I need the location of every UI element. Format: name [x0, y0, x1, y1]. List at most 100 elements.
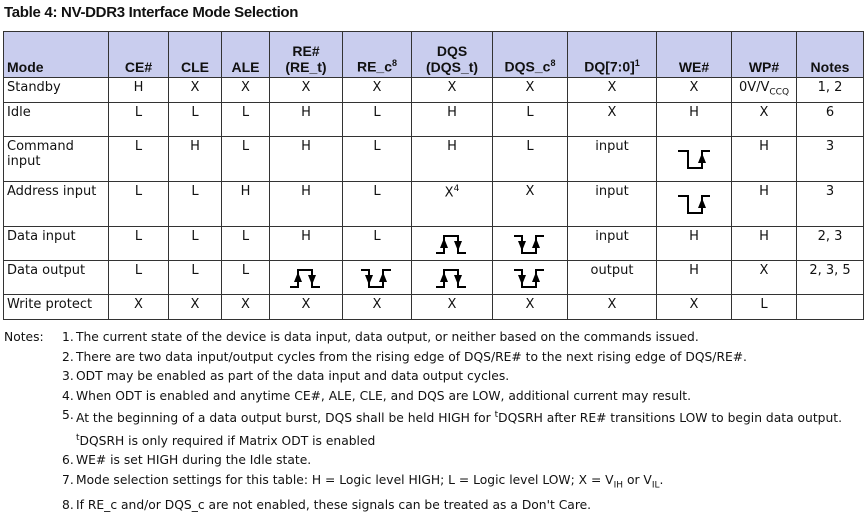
cell-value: X	[525, 184, 535, 199]
mode-cell: Data input	[3, 226, 109, 261]
table-cell: X4	[411, 181, 493, 227]
cell-value: L	[191, 263, 199, 278]
cell-value: X	[372, 297, 382, 312]
note-number: 8.	[62, 497, 74, 512]
header-label: DQS_c	[504, 59, 551, 75]
header-line1: RE#	[292, 43, 320, 59]
table-cell	[411, 260, 493, 295]
header-label: Mode	[7, 59, 44, 75]
table-cell: L	[168, 181, 222, 227]
cell-value: H	[447, 139, 457, 154]
pulse-low-waveform-icon	[514, 268, 544, 288]
mode-cell: Standby	[3, 77, 109, 103]
note-number: 3.	[62, 369, 74, 383]
table-cell: L	[108, 260, 169, 295]
table-cell: X	[656, 77, 732, 103]
table-cell: H	[269, 136, 343, 182]
table-cell: X	[221, 77, 270, 103]
column-header: WP#	[731, 31, 797, 78]
table-cell: 6	[796, 102, 864, 137]
table-cell: L	[221, 136, 270, 182]
table-cell: L	[221, 102, 270, 137]
table-cell	[796, 294, 864, 320]
table-cell: X	[492, 77, 568, 103]
table-cell: H	[731, 136, 797, 182]
table-cell: 2, 3	[796, 226, 864, 261]
cell-value: X	[607, 105, 617, 120]
note-text: DQSRH after RE# transitions LOW to begin…	[498, 411, 842, 426]
table-cell: L	[108, 102, 169, 137]
note-item: 8.If RE_c and/or DQS_c are not enabled, …	[4, 496, 862, 515]
cell-value: X	[241, 80, 250, 95]
cell-value: H	[689, 229, 699, 244]
header-label: WP#	[748, 59, 780, 75]
cell-value: X	[372, 80, 382, 95]
header-label: (DQS_t)	[425, 59, 479, 75]
cell-value: L	[241, 105, 250, 120]
header-line1: DQS	[436, 43, 468, 59]
header-label: CLE	[181, 59, 209, 75]
header-label: (RE_t)	[285, 59, 327, 75]
cell-value: H	[240, 184, 251, 199]
header-footnote-ref: 1	[634, 58, 640, 69]
note-text: .	[659, 472, 664, 487]
cell-value: X	[689, 80, 699, 95]
cell-value: X	[190, 80, 200, 95]
table-cell: H	[168, 136, 222, 182]
cell-value: H	[759, 229, 769, 244]
pulse-high-waveform-icon	[436, 234, 466, 254]
table-cell: H	[731, 226, 797, 261]
note-item: 4.When ODT is enabled and anytime CE#, A…	[4, 387, 862, 407]
note-text: WE# is set HIGH during the Idle state.	[76, 453, 312, 468]
table-cell: X	[168, 77, 222, 103]
table-cell: 3	[796, 136, 864, 182]
note-item: Notes:1.The current state of the device …	[4, 328, 862, 348]
cell-value: X	[447, 80, 457, 95]
cell-value: X	[525, 297, 535, 312]
table-cell: H	[656, 260, 732, 295]
cell-value: output	[590, 263, 634, 278]
note-text: Mode selection settings for this table: …	[76, 472, 614, 487]
header-footnote-ref: 8	[550, 58, 556, 69]
note-item: 5.At the beginning of a data output burs…	[4, 406, 862, 451]
table-cell: L	[108, 136, 169, 182]
cell-value: X	[134, 297, 143, 312]
header-footnote-ref: 8	[392, 58, 398, 69]
note-script: t	[76, 432, 80, 443]
notes-section: Notes:1.The current state of the device …	[4, 328, 862, 515]
note-text: ODT may be enabled as part of the data i…	[76, 369, 510, 383]
pulse-low-waveform-icon	[361, 268, 391, 288]
mode-cell: Command input	[3, 136, 109, 182]
cell-value: L	[191, 229, 199, 244]
table-cell: 1, 2	[796, 77, 864, 103]
table-cell: input	[567, 136, 657, 182]
column-header: CLE	[168, 31, 222, 78]
cell-value: 2, 3	[817, 229, 843, 244]
table-cell: L	[168, 260, 222, 295]
cell-value: L	[191, 105, 199, 120]
cell-value: X	[447, 297, 457, 312]
pulse-low-waveform-icon	[514, 234, 544, 254]
table-cell: L	[342, 181, 412, 227]
table-cell: L	[342, 226, 412, 261]
pulse-low-up-waveform-icon	[678, 195, 710, 214]
table-cell	[492, 226, 568, 261]
column-header: DQS_c8	[492, 31, 568, 78]
cell-value: X	[525, 80, 535, 95]
cell-value: input	[595, 184, 629, 199]
table-cell: X	[567, 294, 657, 320]
table-cell: L	[731, 294, 797, 320]
table-cell: X	[411, 77, 493, 103]
cell-value: X	[689, 297, 699, 312]
header-label: WE#	[678, 59, 710, 75]
column-header: RE#(RE_t)	[269, 31, 343, 78]
note-script: IH	[613, 480, 624, 491]
table-cell	[342, 260, 412, 295]
column-header: CE#	[108, 31, 169, 78]
table-cell: H	[656, 102, 732, 137]
cell-value: L	[191, 184, 199, 199]
table-cell: 0V/VCCQ	[731, 77, 797, 103]
note-number: 1.	[62, 330, 74, 344]
table-cell: 2, 3, 5	[796, 260, 864, 295]
